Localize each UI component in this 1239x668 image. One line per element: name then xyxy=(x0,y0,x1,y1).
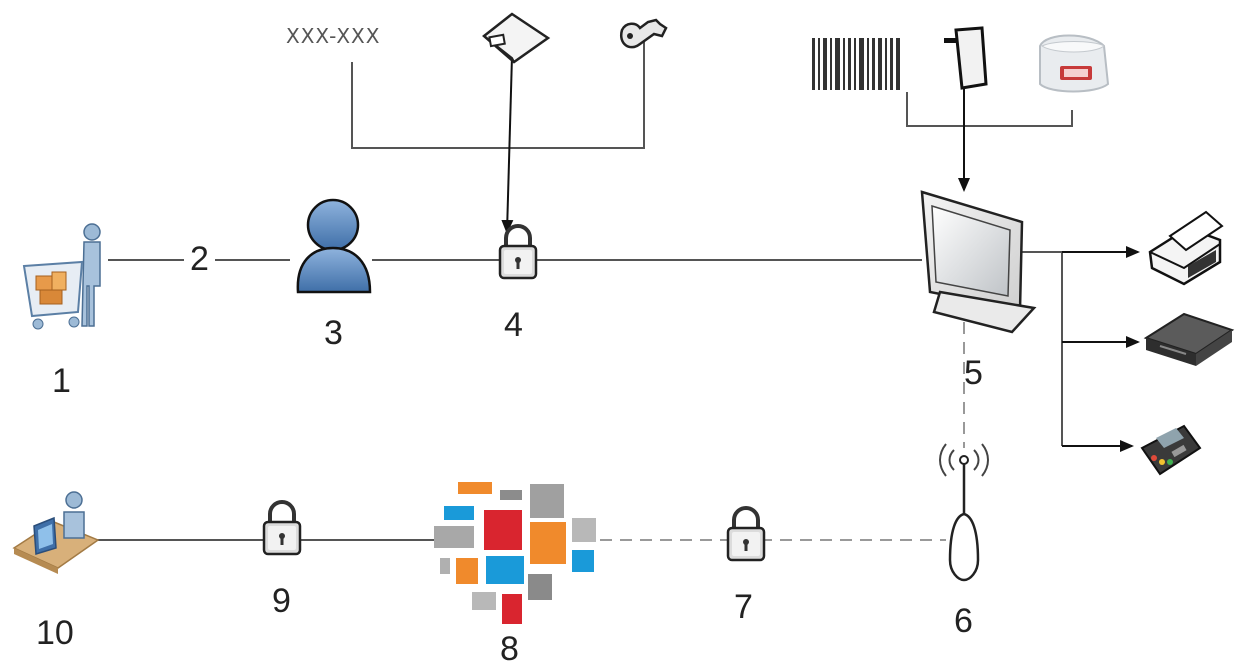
label-7: 7 xyxy=(734,588,753,626)
printer-icon xyxy=(1148,210,1224,286)
weighing-scale-icon xyxy=(1039,34,1110,93)
line-peripherals xyxy=(906,92,1073,127)
line-card-to-lock xyxy=(501,55,514,234)
office-user-icon xyxy=(12,491,100,574)
padlock-icon xyxy=(726,506,766,562)
padlock-icon xyxy=(262,500,302,556)
line-auth-factors xyxy=(351,40,645,149)
label-2: 2 xyxy=(184,242,215,276)
card-swipe-icon xyxy=(482,12,551,64)
user-icon xyxy=(296,198,372,294)
payment-terminal-icon xyxy=(1140,424,1202,476)
padlock-icon xyxy=(498,224,538,280)
code-text: XXX-XXX xyxy=(286,24,381,48)
label-9: 9 xyxy=(272,582,291,620)
label-5: 5 xyxy=(964,354,983,392)
key-icon xyxy=(619,18,668,49)
cloud-platform-icon xyxy=(434,482,596,624)
label-3: 3 xyxy=(324,314,343,352)
pos-monitor-icon xyxy=(920,190,1037,334)
shopping-customer-icon xyxy=(22,223,101,330)
barcode-icon xyxy=(812,38,900,90)
label-4: 4 xyxy=(504,306,523,344)
wireless-router-icon xyxy=(939,443,989,582)
cash-drawer-icon xyxy=(1143,312,1235,366)
label-8: 8 xyxy=(500,630,519,668)
handheld-scanner-icon xyxy=(944,26,988,90)
label-10: 10 xyxy=(36,614,74,652)
label-6: 6 xyxy=(954,602,973,640)
label-1: 1 xyxy=(52,362,71,400)
